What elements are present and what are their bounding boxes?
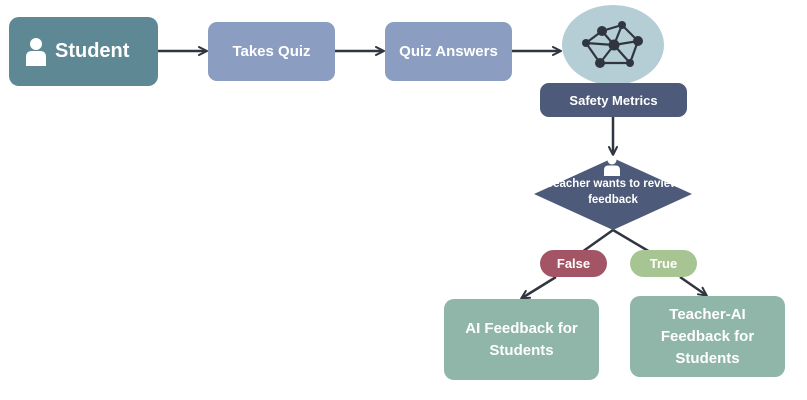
student-label: Student [55,40,130,62]
arrow-true-to-teacher-ai-feedback [679,275,708,297]
network-node [562,5,664,85]
decision-diamond [534,158,692,230]
teacher-ai-feedback-label: Teacher-AI Feedback for Students [660,305,755,367]
decision-label: Teacher wants to review feedback [546,178,680,206]
quiz-answers-label: Quiz Answers [399,43,498,60]
safety-metrics-node: Safety Metrics [540,83,687,117]
decision-node: Teacher wants to review feedback [534,158,692,230]
arrow-false-to-ai-feedback [520,275,557,300]
takes-quiz-label: Takes Quiz [232,43,311,60]
teacher-person-icon [603,155,621,182]
person-icon [25,37,47,67]
student-node: Student [9,17,158,86]
false-label: False [556,256,591,271]
line-decision-to-false [581,228,614,254]
false-branch-label: False [540,250,607,277]
true-branch-label: True [630,250,697,277]
safety-metrics-label: Safety Metrics [569,92,658,108]
ai-feedback-node: AI Feedback for Students [444,299,599,380]
true-label: True [649,256,678,271]
ai-feedback-label: AI Feedback for Students [465,319,578,359]
line-decision-to-true [612,228,651,254]
takes-quiz-node: Takes Quiz [208,22,335,81]
quiz-answers-node: Quiz Answers [385,22,512,81]
teacher-ai-feedback-node: Teacher-AI Feedback for Students [630,296,785,377]
network-graph-icon [582,21,643,68]
